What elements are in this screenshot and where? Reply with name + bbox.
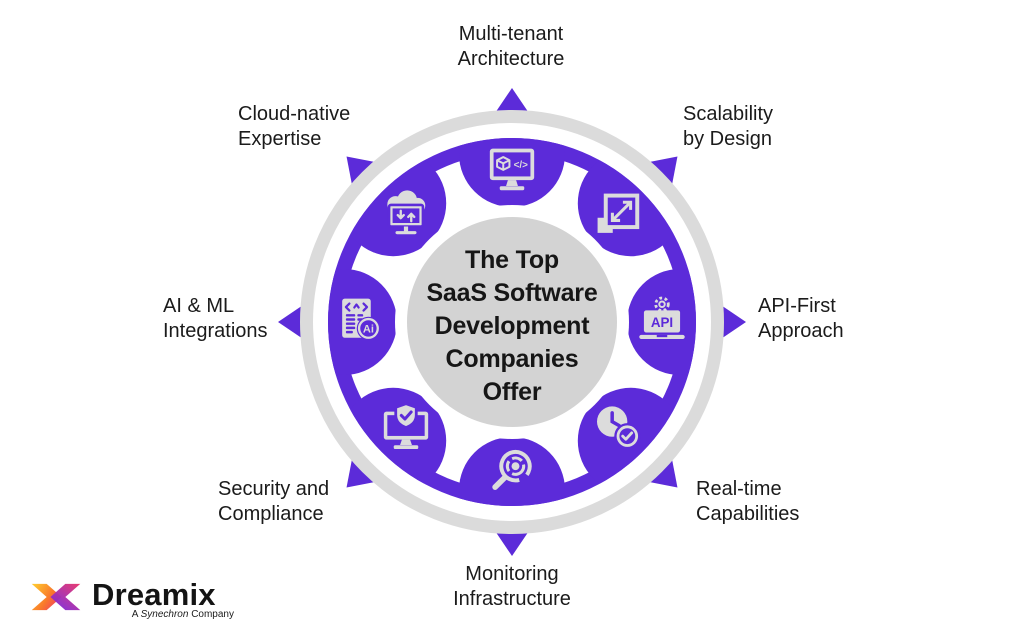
scalability-icon — [597, 193, 640, 233]
multi-tenant-architecture-icon: </> — [489, 148, 535, 191]
api-glyph: API — [651, 315, 673, 330]
ai-glyph: Ai — [363, 324, 374, 336]
cloud-native-icon — [387, 190, 426, 235]
label-cloud-native-expertise: Cloud-native Expertise — [238, 102, 350, 152]
label-line: Integrations — [163, 320, 268, 342]
dreamix-wordmark: Dreamix — [92, 577, 216, 612]
ai-ml-integrations-icon: Ai — [342, 298, 381, 341]
label-line: Capabilities — [696, 503, 800, 525]
dreamix-tagline: A Synechron Company — [92, 609, 234, 620]
label-line: by Design — [683, 128, 772, 150]
label-line: AI & ML — [163, 295, 235, 317]
title-line: Companies — [445, 345, 579, 373]
label-security-and-compliance: Security and Compliance — [218, 477, 329, 527]
center-circle — [407, 217, 617, 427]
label-line: Scalability — [683, 103, 774, 125]
diagram-title: The Top SaaS Software Development Compan… — [392, 244, 632, 409]
label-ai-ml-integrations: AI & ML Integrations — [163, 294, 268, 344]
label-line: Approach — [758, 320, 844, 342]
dreamix-logo-icon — [31, 583, 81, 611]
label-monitoring-infrastructure: Monitoring Infrastructure — [362, 562, 662, 612]
label-line: Security and — [218, 478, 330, 500]
label-real-time-capabilities: Real-time Capabilities — [696, 477, 799, 527]
title-line: SaaS Software — [426, 279, 598, 307]
label-line: Monitoring — [465, 563, 559, 585]
tagline-company: Company — [191, 609, 234, 620]
real-time-icon — [597, 406, 641, 450]
label-line: Expertise — [238, 128, 322, 150]
label-multi-tenant-architecture: Multi-tenant Architecture — [361, 22, 661, 72]
label-line: Multi-tenant — [458, 23, 564, 45]
title-line: Development — [434, 312, 590, 340]
title-line: The Top — [465, 246, 559, 274]
tagline-a: A — [131, 609, 138, 620]
api-first-icon: API — [639, 296, 685, 340]
label-api-first-approach: API-First Approach — [758, 294, 844, 344]
label-line: Infrastructure — [453, 588, 571, 610]
label-line: Real-time — [696, 478, 782, 500]
label-line: Architecture — [457, 48, 565, 70]
security-compliance-icon — [383, 402, 429, 449]
label-line: API-First — [758, 295, 836, 317]
label-scalability-by-design: Scalability by Design — [683, 102, 773, 152]
title-line: Offer — [482, 378, 542, 406]
monitoring-icon — [492, 449, 532, 490]
label-line: Cloud-native — [238, 103, 351, 125]
label-line: Compliance — [218, 503, 324, 525]
code-glyph: </> — [514, 160, 529, 171]
tagline-synechron: Synechron — [140, 609, 189, 620]
